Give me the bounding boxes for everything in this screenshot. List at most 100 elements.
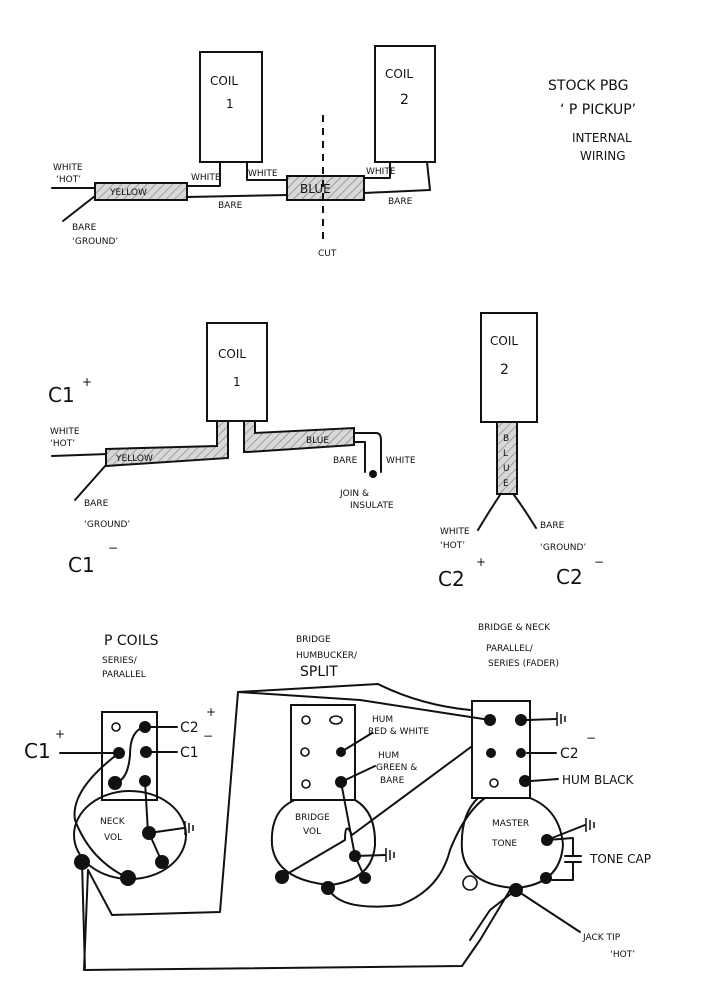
jack-hot-label: ‘HOT’ <box>610 950 635 960</box>
hum-gb-label-2: GREEN & <box>376 763 417 773</box>
master-pot-lug <box>540 872 552 884</box>
master-c2-minus-sign: − <box>586 731 596 745</box>
blue-u: U <box>503 464 510 474</box>
neck-volume-pot <box>73 790 187 880</box>
neck-pot-label-1: NECK <box>100 817 126 827</box>
stock-coil-1 <box>199 51 263 163</box>
bridge-switch-lug-empty <box>300 747 310 757</box>
neck-c1-minus-label: C1 <box>180 745 199 761</box>
split-bare-2-label: BARE <box>333 456 358 466</box>
split-blue-label: BLUE <box>306 436 329 446</box>
split-coil-2-label: COIL <box>490 334 518 348</box>
neck-control-group: P COILS SERIES/ PARALLEL C1 + C2 + C1 − … <box>24 633 216 886</box>
title-line-1: STOCK PBG <box>548 78 629 94</box>
neck-c1-plus-sign: + <box>55 727 65 741</box>
split-white-label: WHITE <box>50 427 80 437</box>
stock-white-label: WHITE <box>53 163 83 173</box>
hum-black-label: HUM BLACK <box>562 773 635 787</box>
bridge-switch-lug-empty <box>301 779 311 789</box>
join-label: JOIN & <box>339 489 369 499</box>
join-insulate-dot <box>369 470 377 478</box>
split-coil-2 <box>480 312 538 423</box>
control-cavity-outline <box>83 683 511 971</box>
stock-white-a-label: WHITE <box>191 173 221 183</box>
c1-plus-label: C1 <box>48 383 75 407</box>
neck-pot-label-2: VOL <box>104 833 122 843</box>
neck-to-plate-wire <box>81 861 86 971</box>
split-coil-1-diagram: COIL 1 C1 + WHITE ‘HOT’ YELLOW BARE ‘GRO… <box>48 322 416 577</box>
stock-coil-1-num: 1 <box>226 97 234 111</box>
split-hot-label: ‘HOT’ <box>50 439 75 449</box>
bridge-switch-lug-empty <box>329 715 343 725</box>
bridge-title-3: SPLIT <box>300 664 338 680</box>
master-switch-ground-symbol <box>556 712 566 726</box>
master-c2-minus-label: C2 <box>560 746 579 762</box>
split-coil-2-num: 2 <box>500 362 509 378</box>
stock-ground-label: ‘GROUND’ <box>72 237 118 247</box>
master-title-3: SERIES (FADER) <box>488 659 559 669</box>
stock-wiring-diagram: COIL 1 COIL 2 WHITE ‘HOT’ BARE ‘GROUND’ … <box>51 45 436 259</box>
stock-bare-label: BARE <box>72 223 97 233</box>
stock-blue-label: BLUE <box>300 182 331 196</box>
master-tone-ground-symbol <box>585 818 595 832</box>
neck-title: P COILS <box>104 633 159 649</box>
bridge-switch-lug-empty <box>301 715 311 725</box>
stock-yellow-cable <box>94 182 188 201</box>
master-pot-label-1: MASTER <box>492 819 529 829</box>
split-coil-1-num: 1 <box>233 375 241 389</box>
split-yellow-label: YELLOW <box>115 454 153 464</box>
stock-coil-2 <box>374 45 436 163</box>
split-blue-cable <box>243 420 355 453</box>
bridge-ground-symbol <box>385 848 395 862</box>
bridge-title-1: BRIDGE <box>296 635 331 645</box>
neck-ground-symbol <box>184 821 194 835</box>
c2-plus-label: C2 <box>438 567 465 591</box>
c2-minus-sign: − <box>594 555 604 569</box>
neck-sub-1: SERIES/ <box>102 656 138 666</box>
stock-coil-1-label: COIL <box>210 74 238 88</box>
c1-minus-sign: − <box>108 541 118 555</box>
stock-blue-cable <box>286 175 365 201</box>
blue-e: E <box>503 479 509 489</box>
insulate-label: INSULATE <box>350 501 394 511</box>
stock-white-c-label: WHITE <box>366 167 396 177</box>
stock-coil-2-num: 2 <box>400 92 409 108</box>
master-switch-lug <box>516 748 526 758</box>
split-ground-label: ‘GROUND’ <box>84 520 130 530</box>
hum-rw-label-2: RED & WHITE <box>368 727 429 737</box>
stock-hot-label: ‘HOT’ <box>56 175 81 185</box>
stock-white-b-label: WHITE <box>248 169 278 179</box>
c2-minus-label: C2 <box>556 565 583 589</box>
blue-l: L <box>503 449 508 459</box>
bridge-control-group: BRIDGE HUMBUCKER/ SPLIT HUM RED & WHITE … <box>270 635 501 908</box>
master-pot-lug-empty <box>462 875 478 891</box>
master-switch-lug <box>515 714 527 726</box>
c2-white-label: WHITE <box>440 527 470 537</box>
neck-c2-plus-label: C2 <box>180 720 199 736</box>
split-coil-2-diagram: COIL 2 B L U E WHITE ‘HOT’ BARE ‘GROUND’… <box>438 312 604 591</box>
c2-hot-label: ‘HOT’ <box>440 541 465 551</box>
hum-rw-label-1: HUM <box>372 715 393 725</box>
title-line-3: INTERNAL <box>572 131 632 145</box>
neck-c2-plus-sign: + <box>206 705 216 719</box>
master-switch-lug <box>519 775 531 787</box>
jack-tip-label: JACK TIP <box>582 933 621 943</box>
master-pot-label-2: TONE <box>491 839 517 849</box>
master-to-bridge-wire <box>237 691 491 721</box>
c2-plus-sign: + <box>476 555 486 569</box>
stock-bare-b-label: BARE <box>388 197 413 207</box>
split-blue-vertical-cable <box>496 421 518 495</box>
cut-label: CUT <box>318 249 337 259</box>
bridge-pot-label-1: BRIDGE <box>295 813 330 823</box>
master-title-2: PARALLEL/ <box>486 644 534 654</box>
tone-cap-label: TONE CAP <box>589 852 651 866</box>
hum-gb-label-3: BARE <box>380 776 405 786</box>
neck-c1-minus-sign: − <box>203 729 213 743</box>
title-block: STOCK PBG ‘ P PICKUP’ INTERNAL WIRING <box>548 78 636 163</box>
split-bare-label: BARE <box>84 499 109 509</box>
split-coil-1 <box>206 322 268 422</box>
master-switch-lug-empty <box>489 778 499 788</box>
c2-ground-label: ‘GROUND’ <box>540 543 586 553</box>
title-line-4: WIRING <box>580 149 626 163</box>
